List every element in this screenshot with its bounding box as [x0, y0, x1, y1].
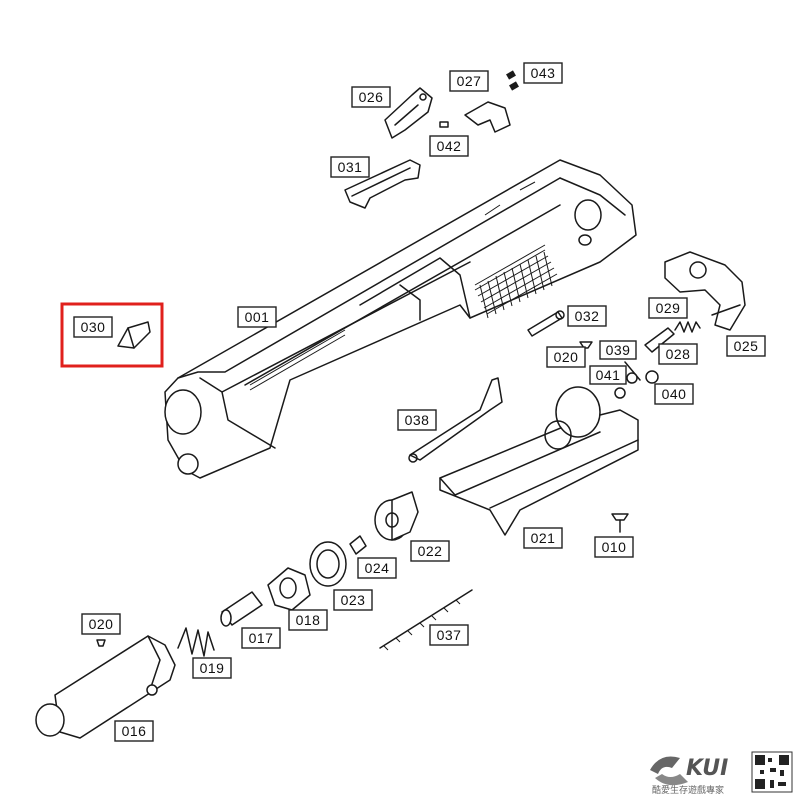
part-041 — [614, 372, 638, 399]
label-043: 043 — [523, 62, 563, 84]
brand-name: KUI — [686, 756, 728, 781]
qr-code-icon — [751, 751, 793, 793]
part-020-screw-lower — [96, 639, 106, 647]
svg-text:041: 041 — [596, 367, 621, 383]
label-042: 042 — [429, 135, 469, 157]
label-016: 016 — [114, 720, 154, 742]
svg-text:025: 025 — [734, 338, 759, 354]
svg-text:017: 017 — [249, 630, 274, 646]
svg-text:038: 038 — [405, 412, 430, 428]
label-031: 031 — [330, 156, 370, 178]
part-025 — [664, 251, 746, 331]
part-023 — [309, 541, 347, 587]
svg-text:020: 020 — [554, 349, 579, 365]
label-027: 027 — [449, 70, 489, 92]
brand-slogan: 酷愛生存遊戲專家 — [652, 784, 724, 796]
kui-logo-icon — [650, 756, 688, 786]
part-032 — [527, 310, 565, 337]
part-027 — [464, 101, 511, 133]
part-030 — [117, 321, 151, 349]
part-024 — [349, 535, 367, 555]
label-018: 018 — [288, 609, 328, 631]
svg-text:030: 030 — [81, 319, 106, 335]
svg-text:019: 019 — [200, 660, 225, 676]
label-037: 037 — [429, 624, 469, 646]
part-016 — [35, 635, 176, 739]
label-021: 021 — [523, 527, 563, 549]
part-043 — [506, 70, 519, 91]
part-022 — [374, 491, 419, 541]
svg-text:026: 026 — [359, 89, 384, 105]
svg-text:027: 027 — [457, 73, 482, 89]
label-019: 019 — [192, 657, 232, 679]
part-021 — [439, 386, 639, 536]
label-039: 039 — [599, 340, 637, 360]
part-028 — [644, 327, 675, 353]
label-029: 029 — [648, 297, 688, 319]
part-040 — [645, 370, 659, 384]
label-010: 010 — [594, 536, 634, 558]
label-030: 030 — [73, 316, 113, 338]
svg-text:020: 020 — [89, 616, 114, 632]
svg-text:001: 001 — [245, 309, 270, 325]
part-017 — [220, 591, 263, 627]
part-026 — [384, 87, 433, 139]
part-018 — [267, 567, 311, 611]
svg-text:022: 022 — [418, 543, 443, 559]
part-031 — [344, 159, 421, 209]
serrations — [474, 244, 558, 319]
label-040: 040 — [654, 383, 694, 405]
label-041: 041 — [589, 365, 627, 385]
highlight-box — [60, 302, 164, 368]
label-024: 024 — [357, 557, 397, 579]
svg-text:043: 043 — [531, 65, 556, 81]
svg-text:028: 028 — [666, 346, 691, 362]
part-029 — [674, 321, 701, 333]
svg-text:042: 042 — [437, 138, 462, 154]
svg-text:018: 018 — [296, 612, 321, 628]
label-020-upper: 020 — [546, 346, 586, 368]
label-028: 028 — [658, 343, 698, 365]
label-022: 022 — [410, 540, 450, 562]
svg-text:029: 029 — [656, 300, 681, 316]
part-019 — [177, 627, 215, 657]
svg-text:016: 016 — [122, 723, 147, 739]
brand-watermark: KUI 酷愛生存遊戲專家 — [650, 751, 793, 796]
part-042 — [439, 121, 449, 128]
label-017: 017 — [241, 627, 281, 649]
label-025: 025 — [726, 335, 766, 357]
svg-text:039: 039 — [606, 342, 631, 358]
label-001: 001 — [237, 306, 277, 328]
part-010 — [611, 513, 629, 533]
label-023: 023 — [333, 589, 373, 611]
slide-part-001 — [164, 159, 637, 479]
label-020-lower: 020 — [81, 613, 121, 635]
svg-text:040: 040 — [662, 386, 687, 402]
svg-text:021: 021 — [531, 530, 556, 546]
label-032: 032 — [567, 305, 607, 327]
svg-text:010: 010 — [602, 539, 627, 555]
svg-text:031: 031 — [338, 159, 363, 175]
label-026: 026 — [351, 86, 391, 108]
part-037 — [379, 589, 473, 651]
svg-text:032: 032 — [575, 308, 600, 324]
svg-text:024: 024 — [365, 560, 390, 576]
label-038: 038 — [397, 409, 437, 431]
svg-text:037: 037 — [437, 627, 462, 643]
svg-text:023: 023 — [341, 592, 366, 608]
part-038 — [408, 377, 503, 463]
